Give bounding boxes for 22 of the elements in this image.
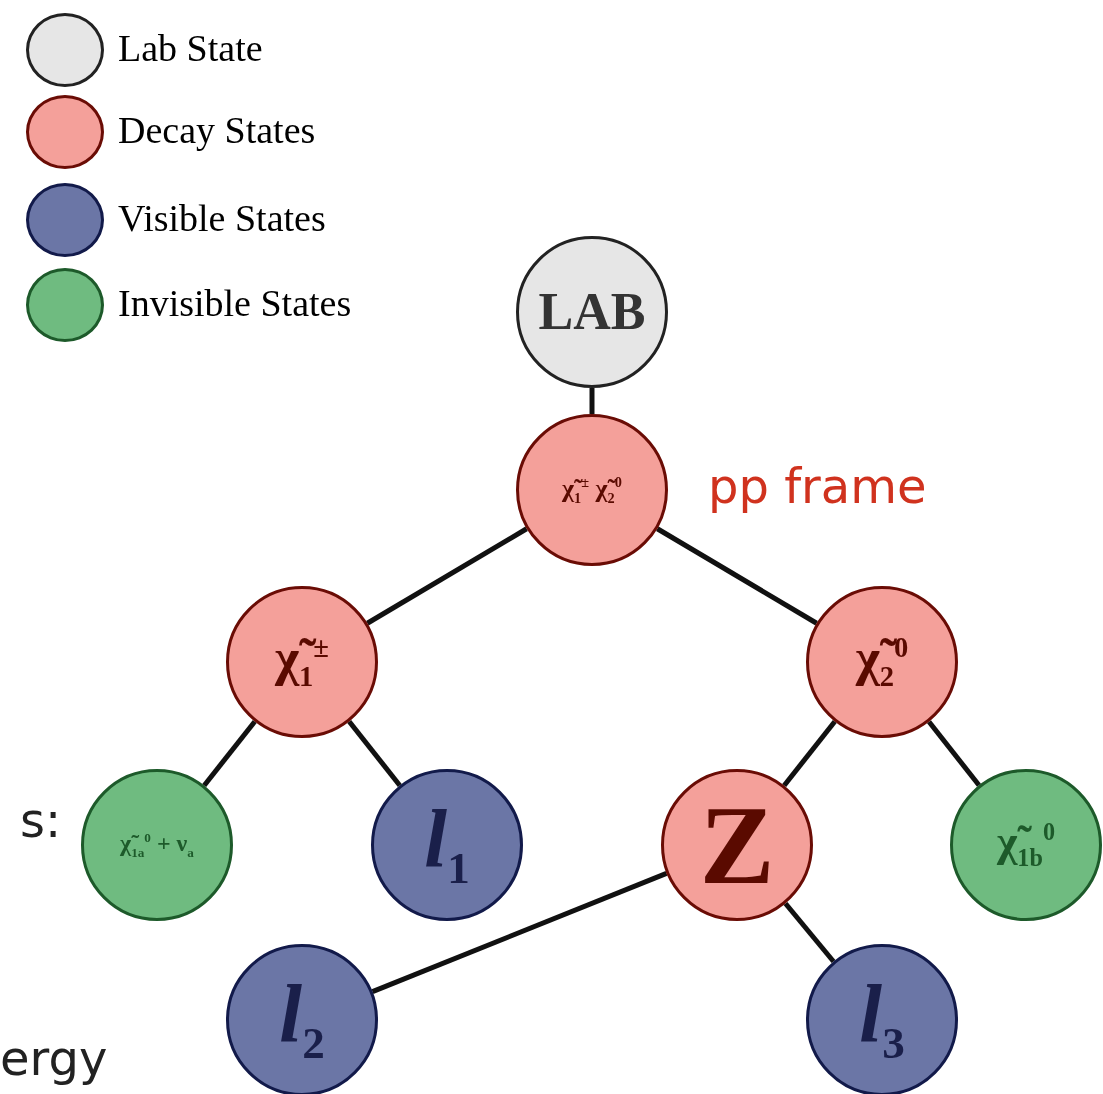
state-label: χ̃$_{1a}$$^{0}$ + ν$_{a}$ [120, 831, 194, 859]
legend-label: Decay States [118, 108, 316, 152]
connector-line [782, 720, 837, 787]
cut-off-text: ergy [0, 1030, 108, 1086]
state-label: Z [699, 789, 775, 901]
connector-line [202, 720, 257, 787]
legend-label: Invisible States [118, 281, 352, 325]
legend-label: Lab State [118, 26, 263, 70]
state-label: l$_{3}$ [859, 973, 905, 1067]
connector-line [366, 526, 528, 626]
state-label: l$_{1}$ [424, 798, 470, 892]
connector-line [371, 871, 668, 994]
connector-line [347, 720, 402, 787]
connector-line [927, 720, 981, 787]
state-label: LAB [538, 286, 646, 338]
legend-label: Visible States [118, 196, 326, 240]
state-label: l$_{2}$ [279, 973, 325, 1067]
connector-line [783, 901, 836, 964]
cut-off-text: s: [20, 792, 62, 848]
connector-line [589, 388, 595, 414]
frame-label: pp frame [708, 458, 927, 514]
connector-line [656, 526, 818, 626]
